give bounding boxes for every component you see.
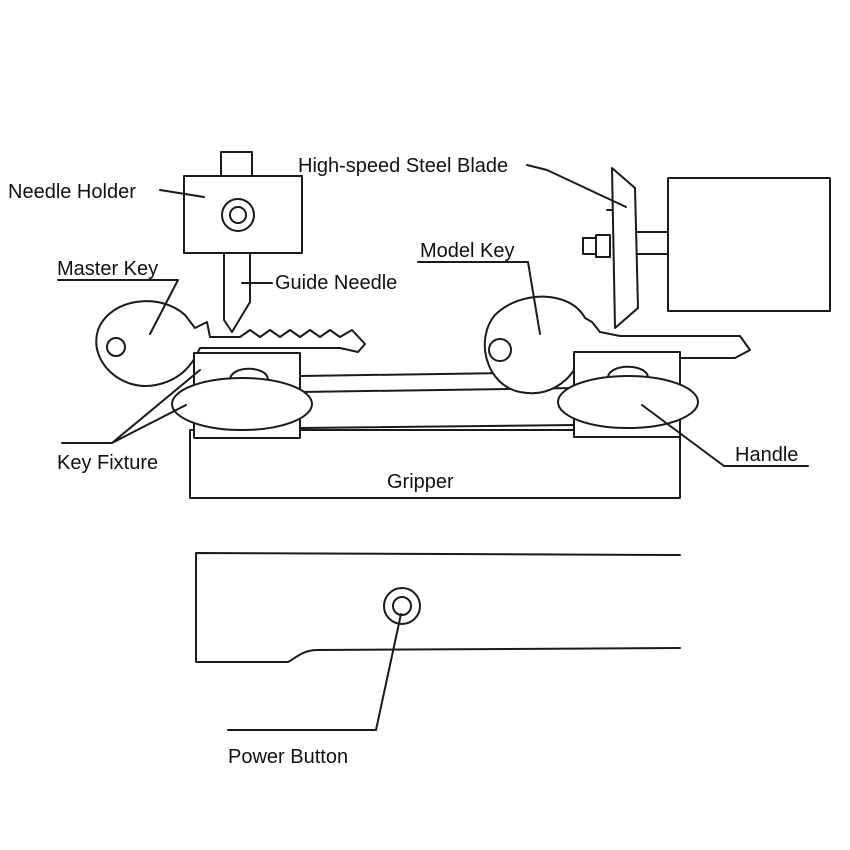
cutter-assembly	[582, 167, 831, 329]
gripper-base	[189, 429, 681, 499]
label-key-fixture: Key Fixture	[57, 452, 158, 474]
labels: Needle Holder High-speed Steel Blade Mas…	[8, 155, 798, 768]
blade-nut	[595, 234, 611, 258]
label-high-speed-steel-blade: High-speed Steel Blade	[298, 155, 508, 177]
needle-holder	[183, 151, 303, 254]
label-model-key: Model Key	[420, 240, 515, 262]
label-gripper: Gripper	[387, 471, 454, 493]
high-speed-steel-blade	[611, 167, 639, 329]
label-master-key: Master Key	[57, 258, 158, 280]
label-power-button: Power Button	[228, 746, 348, 768]
blade-shaft	[635, 231, 669, 255]
left-key-fixture	[171, 352, 313, 439]
power-button[interactable]	[383, 587, 421, 625]
machine-base	[195, 552, 681, 663]
motor-housing	[667, 177, 831, 312]
right-key-fixture	[557, 351, 699, 438]
guide-needle	[223, 252, 251, 333]
label-guide-needle: Guide Needle	[275, 272, 397, 294]
label-needle-holder: Needle Holder	[8, 181, 136, 203]
leader-lines	[57, 164, 809, 731]
master-key	[95, 300, 366, 388]
label-handle: Handle	[735, 444, 798, 466]
